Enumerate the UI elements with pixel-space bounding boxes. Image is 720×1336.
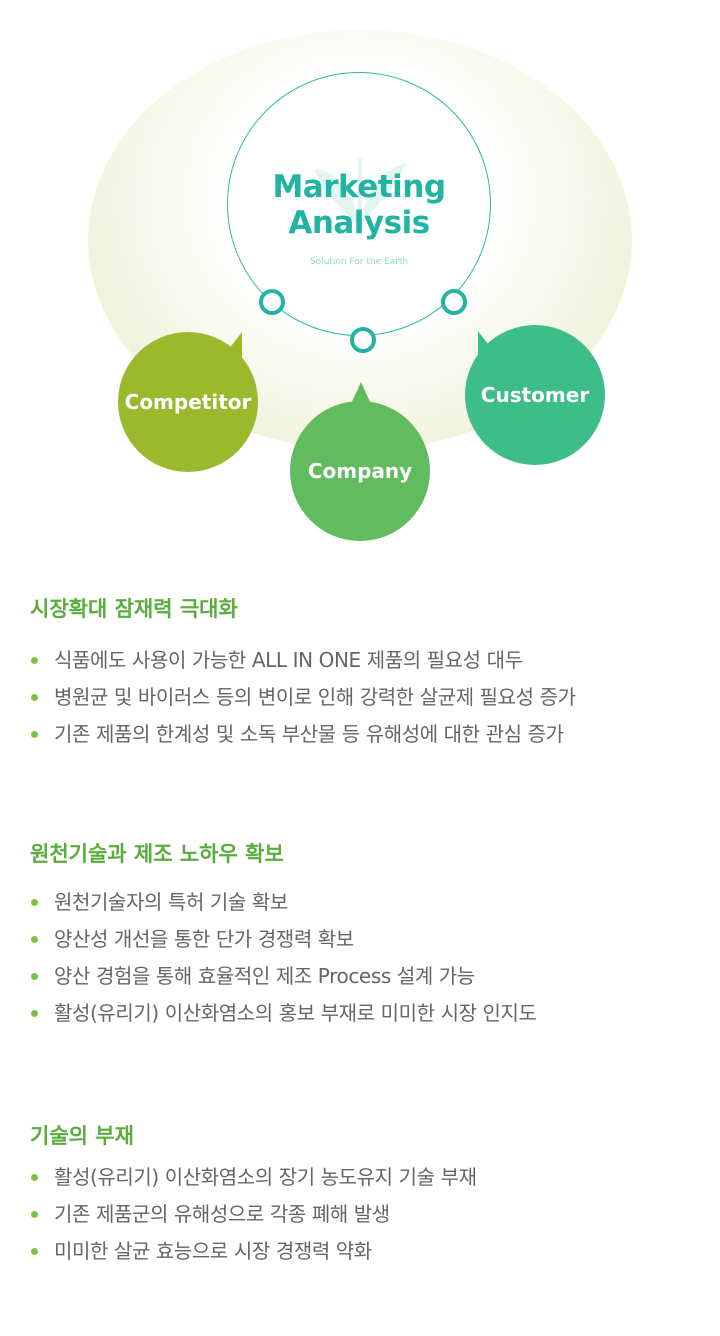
section-list-market: 식품에도 사용이 가능한 ALL IN ONE 제품의 필요성 대두 병원균 및… xyxy=(0,645,576,756)
connector-ring-left xyxy=(259,289,285,315)
bullet-icon xyxy=(31,1010,38,1017)
center-title-line1: Marketing xyxy=(272,169,446,205)
bullet-icon xyxy=(31,694,38,701)
company-pointer xyxy=(350,382,372,406)
list-item-text: 양산성 개선을 통한 단가 경쟁력 확보 xyxy=(54,927,354,951)
list-item-text: 병원균 및 바이러스 등의 변이로 인해 강력한 살균제 필요성 증가 xyxy=(54,685,576,709)
list-item: 기존 제품군의 유해성으로 각종 폐해 발생 xyxy=(0,1199,477,1236)
list-item-text: 원천기술자의 특허 기술 확보 xyxy=(54,890,288,914)
list-item: 양산성 개선을 통한 단가 경쟁력 확보 xyxy=(0,924,537,961)
bullet-icon xyxy=(31,899,38,906)
center-subtitle: Solution For the Earth xyxy=(309,257,409,267)
list-item: 식품에도 사용이 가능한 ALL IN ONE 제품의 필요성 대두 xyxy=(0,645,576,682)
bullet-icon xyxy=(31,973,38,980)
bullet-icon xyxy=(31,731,38,738)
bullet-icon xyxy=(31,1248,38,1255)
section-list-absence: 활성(유리기) 이산화염소의 장기 농도유지 기술 부재 기존 제품군의 유해성… xyxy=(0,1162,477,1273)
list-item: 원천기술자의 특허 기술 확보 xyxy=(0,887,537,924)
list-item: 기존 제품의 한계성 및 소독 부산물 등 유해성에 대한 관심 증가 xyxy=(0,719,576,756)
section-title-technology: 원천기술과 제조 노하우 확보 xyxy=(30,842,284,866)
node-company-label: Company xyxy=(307,459,413,483)
bullet-icon xyxy=(31,936,38,943)
center-circle: Marketing Analysis Solution For the Eart… xyxy=(227,72,491,336)
connector-ring-right xyxy=(441,289,467,315)
node-company: Company xyxy=(290,401,430,541)
center-title-line2: Analysis xyxy=(288,205,430,241)
node-customer: Customer xyxy=(465,325,605,465)
section-title-absence: 기술의 부재 xyxy=(30,1124,134,1148)
list-item: 활성(유리기) 이산화염소의 홍보 부재로 미미한 시장 인지도 xyxy=(0,998,537,1035)
list-item-text: 기존 제품군의 유해성으로 각종 폐해 발생 xyxy=(54,1202,390,1226)
list-item-text: 양산 경험을 통해 효율적인 제조 Process 설계 가능 xyxy=(54,964,475,988)
list-item: 병원균 및 바이러스 등의 변이로 인해 강력한 살균제 필요성 증가 xyxy=(0,682,576,719)
bullet-icon xyxy=(31,1174,38,1181)
node-competitor-label: Competitor xyxy=(124,390,252,414)
list-item: 활성(유리기) 이산화염소의 장기 농도유지 기술 부재 xyxy=(0,1162,477,1199)
leaf-watermark-icon xyxy=(314,159,406,229)
list-item-text: 활성(유리기) 이산화염소의 장기 농도유지 기술 부재 xyxy=(54,1165,477,1189)
node-customer-label: Customer xyxy=(480,383,590,407)
section-list-technology: 원천기술자의 특허 기술 확보 양산성 개선을 통한 단가 경쟁력 확보 양산 … xyxy=(0,887,537,1035)
list-item-text: 식품에도 사용이 가능한 ALL IN ONE 제품의 필요성 대두 xyxy=(54,648,523,672)
section-title-market: 시장확대 잠재력 극대화 xyxy=(30,597,238,621)
list-item-text: 기존 제품의 한계성 및 소독 부산물 등 유해성에 대한 관심 증가 xyxy=(54,722,564,746)
connector-ring-center xyxy=(350,327,376,353)
list-item: 양산 경험을 통해 효율적인 제조 Process 설계 가능 xyxy=(0,961,537,998)
marketing-analysis-diagram: Marketing Analysis Solution For the Eart… xyxy=(0,0,720,560)
bullet-icon xyxy=(31,657,38,664)
list-item-text: 활성(유리기) 이산화염소의 홍보 부재로 미미한 시장 인지도 xyxy=(54,1001,537,1025)
list-item-text: 미미한 살균 효능으로 시장 경쟁력 약화 xyxy=(54,1239,372,1263)
bullet-icon xyxy=(31,1211,38,1218)
list-item: 미미한 살균 효능으로 시장 경쟁력 약화 xyxy=(0,1236,477,1273)
node-competitor: Competitor xyxy=(118,332,258,472)
